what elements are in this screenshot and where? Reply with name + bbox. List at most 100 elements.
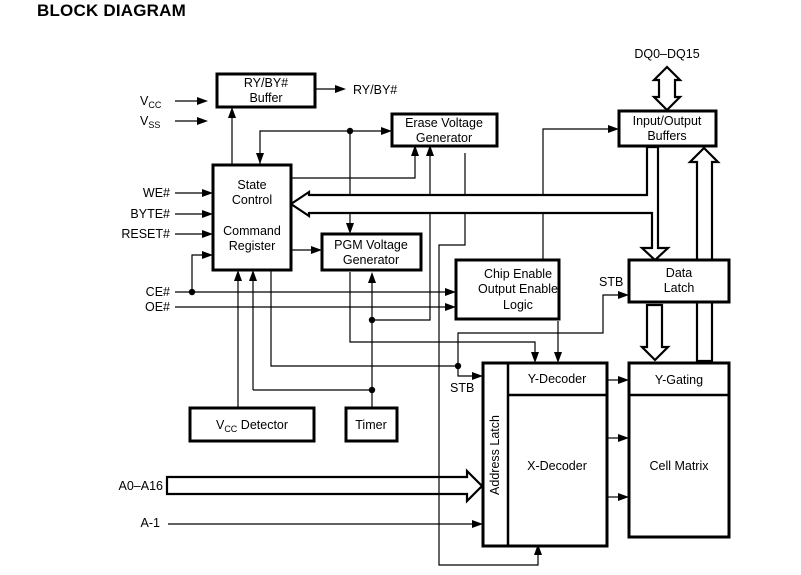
signal-labels: VCC VSS RY/BY# DQ0–DQ15 WE# BYTE# RESET#… <box>119 47 700 530</box>
block-io-buffers: Input/Output Buffers <box>617 109 718 148</box>
arrow-byte <box>202 210 213 218</box>
a-minus1-label: A-1 <box>141 516 161 530</box>
pgm-gen-label-1: PGM Voltage <box>334 238 408 252</box>
we-label: WE# <box>143 186 170 200</box>
wire-top-loop <box>259 130 385 165</box>
block-ry-buffer: RY/BY# Buffer <box>215 72 317 109</box>
vss-label: VSS <box>140 114 160 130</box>
ry-by-output-label: RY/BY# <box>353 83 397 97</box>
arrow-cell-in2 <box>618 493 629 501</box>
bus-io-to-sc <box>289 145 671 262</box>
reset-label: RESET# <box>121 227 170 241</box>
arrow-vss <box>197 117 208 125</box>
diagram-title: BLOCK DIAGRAM <box>37 1 186 20</box>
bus-latch-to-io <box>687 146 721 363</box>
arrow-ce-sc <box>202 251 213 259</box>
arrow-ydec-in1 <box>531 352 539 363</box>
arrow-pgm-bottom <box>368 272 376 283</box>
timer-label: Timer <box>355 418 386 432</box>
wire-ce-to-sc <box>191 254 205 292</box>
byte-label: BYTE# <box>130 207 170 221</box>
wire-stb-data <box>457 294 620 366</box>
block-erase-generator: Erase Voltage Generator <box>390 112 499 148</box>
oe-label: OE# <box>145 300 170 314</box>
address-latch-label: Address Latch <box>488 415 502 495</box>
junction-dot <box>346 127 354 135</box>
arrow-ry-out <box>335 85 346 93</box>
bus-address <box>165 468 484 504</box>
erase-gen-label-2: Generator <box>416 131 472 145</box>
block-decoder-group: Y-Decoder X-Decoder Address Latch <box>481 361 609 548</box>
data-latch-label-1: Data <box>666 266 692 280</box>
state-control-label-4: Register <box>229 239 276 253</box>
arrow-vcc <box>197 97 208 105</box>
dq-label: DQ0–DQ15 <box>634 47 699 61</box>
arrow-reset <box>202 230 213 238</box>
junctions <box>188 127 462 394</box>
arrow-cell-in1 <box>618 434 629 442</box>
arrow-ce-logic <box>445 288 456 296</box>
state-control-label-2: Control <box>232 193 272 207</box>
arrow-stb-addr <box>472 372 483 380</box>
wire-sc-down <box>270 270 458 367</box>
junction-dot <box>188 288 196 296</box>
x-decoder-label: X-Decoder <box>527 459 587 473</box>
arrow-erase-in3 <box>426 145 434 156</box>
block-timer: Timer <box>344 406 399 443</box>
control-input-wires <box>175 192 205 235</box>
ce-oe-label-1: Chip Enable <box>484 267 552 281</box>
arrow-erase-in <box>381 127 392 135</box>
bus-dq <box>651 65 683 112</box>
ry-buffer-label-1: RY/BY# <box>244 76 288 90</box>
y-decoder-label: Y-Decoder <box>528 372 587 386</box>
io-buffers-label-1: Input/Output <box>633 114 702 128</box>
arrow-vccdet-sc <box>234 270 242 281</box>
arrow-io-in <box>608 125 619 133</box>
wires <box>168 88 621 566</box>
junction-dot <box>454 362 462 370</box>
arrow-oe-logic <box>445 303 456 311</box>
y-gating-label: Y-Gating <box>655 373 703 387</box>
junction-dot <box>368 386 376 394</box>
stb-data-latch-label: STB <box>599 275 623 289</box>
address-bus-label: A0–A16 <box>119 479 164 493</box>
state-control-label-3: Command <box>223 224 281 238</box>
data-latch-label-2: Latch <box>664 281 695 295</box>
arrow-a-minus1 <box>472 520 483 528</box>
arrow-ydec-in2 <box>554 352 562 363</box>
block-pgm-generator: PGM Voltage Generator <box>320 232 423 272</box>
vcc-detector-label: VCC Detector <box>216 418 288 434</box>
arrow-ygate-in <box>618 376 629 384</box>
arrow-pgm-in <box>311 246 322 254</box>
arrow-we <box>202 189 213 197</box>
block-cell-matrix: Y-Gating Cell Matrix <box>627 361 731 539</box>
arrowheads <box>197 85 629 555</box>
stb-address-latch-label: STB <box>450 381 474 395</box>
ry-buffer-label-2: Buffer <box>249 91 282 105</box>
ce-oe-label-2: Output Enable <box>478 282 558 296</box>
block-vcc-detector: VCC Detector <box>188 406 316 443</box>
wire-sc-to-erase <box>291 153 416 179</box>
wire-erase-to-xdec <box>438 153 539 566</box>
arrow-sc-top <box>256 153 264 164</box>
wire-pgm-to-ydec <box>349 272 536 356</box>
ce-oe-label-3: Logic <box>503 298 533 312</box>
state-control-label-1: State <box>237 178 266 192</box>
bus-latch-to-ygate <box>639 303 671 362</box>
vcc-label: VCC <box>140 94 162 110</box>
pgm-gen-label-2: Generator <box>343 253 399 267</box>
block-ce-oe-logic: Chip Enable Output Enable Logic <box>454 258 561 321</box>
wire-to-io <box>542 128 612 259</box>
arrow-erase-in2 <box>411 145 419 156</box>
junction-dot <box>368 316 376 324</box>
block-state-control: State Control Command Register <box>211 163 293 272</box>
block-data-latch: Data Latch <box>627 258 731 304</box>
io-buffers-label-2: Buffers <box>647 129 686 143</box>
arrow-rybuf-in <box>228 107 236 118</box>
erase-gen-label-1: Erase Voltage <box>405 116 483 130</box>
cell-matrix-label: Cell Matrix <box>649 459 709 473</box>
arrow-pgm-top <box>346 223 354 234</box>
arrow-timer-sc <box>249 270 257 281</box>
arrow-stb-data <box>618 291 629 299</box>
